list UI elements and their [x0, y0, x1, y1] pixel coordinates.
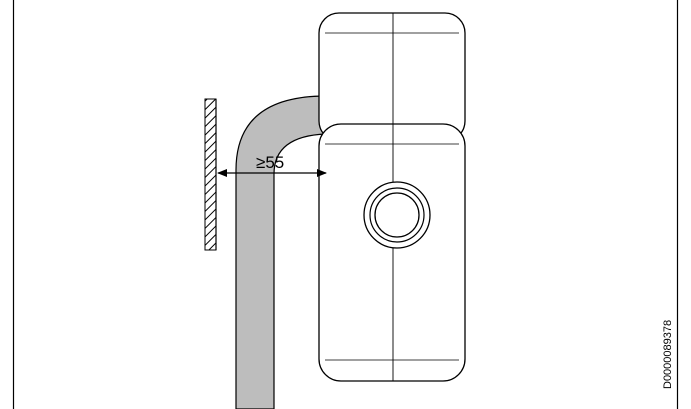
wall-mounted-unit-icon — [318, 12, 466, 382]
wall-hatch-icon — [204, 98, 217, 251]
bent-pipe-icon — [235, 95, 327, 409]
unit-lower-housing — [318, 123, 466, 382]
unit-upper-housing — [318, 12, 466, 142]
drawing-frame — [12, 0, 679, 409]
round-port-inner-icon — [374, 192, 420, 238]
dimension-label: ≥55 — [256, 153, 284, 172]
document-id: D0000089378 — [662, 320, 674, 389]
